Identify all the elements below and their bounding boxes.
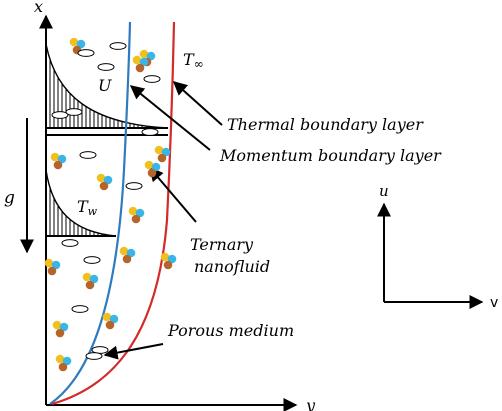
v-axis-label: v <box>490 295 498 311</box>
nanoparticles <box>44 37 177 372</box>
thermal-boundary-layer-label: Thermal boundary layer <box>227 115 424 134</box>
pore <box>85 352 103 360</box>
particle-brown <box>157 153 167 163</box>
thermal-boundary-curve <box>51 21 176 406</box>
ternary-callout-arrow <box>149 166 197 223</box>
pore <box>97 63 115 71</box>
pore <box>125 182 143 190</box>
pore <box>61 239 79 247</box>
particle-brown <box>85 280 95 290</box>
pore <box>109 42 127 50</box>
momentum-callout-arrow <box>129 85 211 151</box>
u-axis-label: u <box>379 182 389 200</box>
ambient-temperature-label: T∞ <box>183 50 204 71</box>
pore <box>65 108 83 116</box>
nanoparticle-cluster <box>160 252 177 270</box>
pore <box>141 128 159 136</box>
particle-yellow <box>128 206 138 216</box>
thermal-callout-arrow <box>172 81 223 126</box>
pore <box>71 305 89 313</box>
particle-brown <box>147 168 157 178</box>
porous-callout-arrow <box>103 343 164 360</box>
particle-yellow <box>50 152 60 162</box>
particle-brown <box>53 160 63 170</box>
particle-brown <box>122 254 132 264</box>
particle-yellow <box>69 37 79 47</box>
particle-yellow <box>52 320 62 330</box>
gravity-label: g <box>4 188 15 208</box>
momentum-boundary-curve <box>49 21 132 405</box>
particle-brown <box>131 214 141 224</box>
particle-yellow <box>102 312 112 322</box>
nanoparticle-cluster <box>144 160 161 178</box>
particle-yellow <box>160 252 170 262</box>
pore <box>79 151 97 159</box>
momentum-boundary-layer-label: Momentum boundary layer <box>219 146 442 165</box>
nanoparticle-cluster <box>119 246 136 264</box>
nanoparticle-cluster <box>55 354 72 372</box>
particle-yellow <box>139 49 149 59</box>
x-axis-label: x <box>34 0 43 16</box>
particle-yellow <box>154 145 164 155</box>
particle-yellow <box>132 55 142 65</box>
ternary-label-line1: Ternary <box>190 235 254 254</box>
particle-brown <box>105 320 115 330</box>
wall-temperature-label: Tw <box>77 197 98 218</box>
nanoparticle-cluster <box>154 145 171 163</box>
particle-yellow <box>82 272 92 282</box>
ternary-label-line2: nanofluid <box>194 257 270 276</box>
nanoparticle-cluster <box>128 206 145 224</box>
porous-pores <box>51 42 161 360</box>
nanoparticle-cluster <box>52 320 69 338</box>
pore <box>51 111 69 119</box>
pore <box>77 49 95 57</box>
pore <box>143 75 161 83</box>
particle-brown <box>58 362 68 372</box>
particle-brown <box>47 266 57 276</box>
particle-brown <box>99 181 109 191</box>
particle-yellow <box>144 160 154 170</box>
particle-brown <box>55 328 65 338</box>
nanoparticle-cluster <box>132 55 149 73</box>
pore <box>83 256 101 264</box>
nanoparticle-cluster <box>96 173 113 191</box>
nanoparticle-cluster <box>50 152 67 170</box>
particle-yellow <box>119 246 129 256</box>
nanoparticle-cluster <box>44 258 61 276</box>
particle-yellow <box>96 173 106 183</box>
particle-yellow <box>44 258 54 268</box>
nanoparticle-cluster <box>82 272 99 290</box>
particle-yellow <box>55 354 65 364</box>
particle-brown <box>135 63 145 73</box>
particle-brown <box>163 260 173 270</box>
y-axis-label: y <box>305 396 316 411</box>
lower-profile <box>45 169 117 237</box>
free-stream-velocity-label: U <box>98 76 112 95</box>
nanoparticle-cluster <box>102 312 119 330</box>
porous-medium-label: Porous medium <box>167 321 294 340</box>
